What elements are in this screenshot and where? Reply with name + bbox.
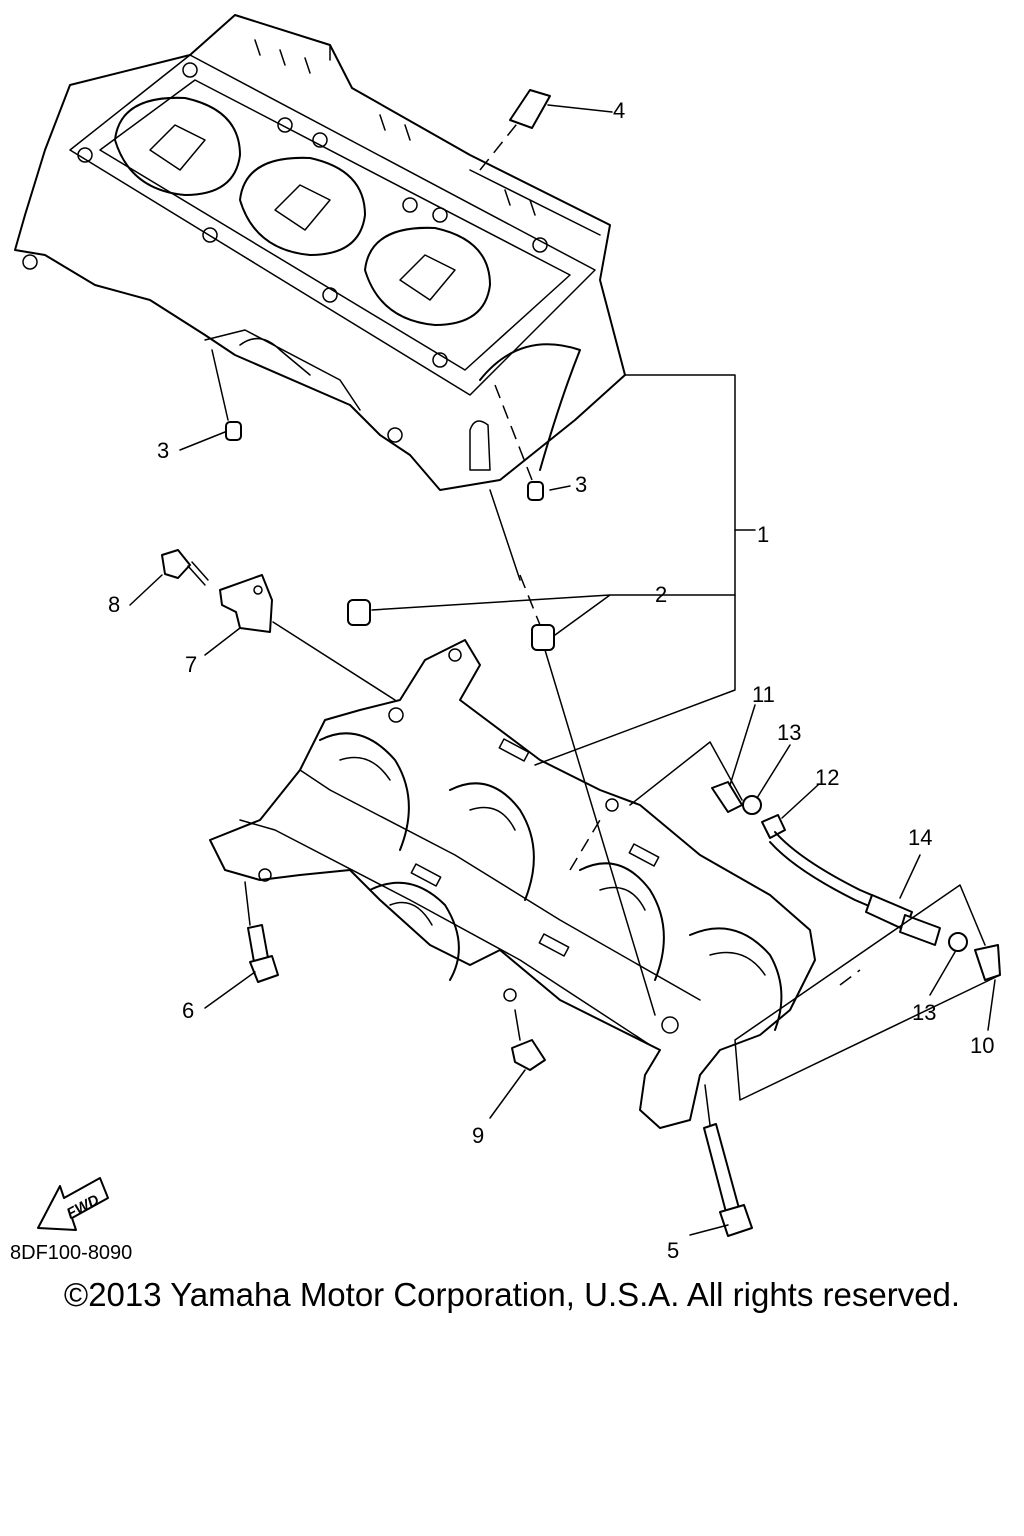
copyright-notice: ©2013 Yamaha Motor Corporation, U.S.A. A… <box>63 1276 961 1313</box>
bolt-8 <box>161 549 209 586</box>
clamp-13-upper <box>742 795 762 815</box>
leader-lines <box>129 104 1001 1236</box>
callout-13-upper: 13 <box>777 720 801 745</box>
hose-14 <box>865 894 941 946</box>
bolt-6 <box>247 924 279 983</box>
callout-2: 2 <box>655 582 667 607</box>
diagram-code: 8DF100-8090 <box>10 1242 133 1264</box>
callout-11: 11 <box>752 682 775 707</box>
dowel-pin-3-left <box>225 421 242 441</box>
callout-14: 14 <box>908 825 932 850</box>
callout-9: 9 <box>472 1123 484 1148</box>
bolt-5 <box>703 1123 753 1237</box>
callout-10: 10 <box>970 1033 994 1058</box>
dowel-pin-3-right <box>527 481 544 501</box>
dowel-pin-2-left <box>347 599 371 626</box>
lower-crankcase <box>209 639 816 1129</box>
callout-12: 12 <box>815 765 839 790</box>
bracket-7 <box>219 574 273 633</box>
callout-3-right: 3 <box>575 472 587 497</box>
callout-6: 6 <box>182 998 194 1023</box>
hose-12 <box>761 814 896 916</box>
dowel-pin-4 <box>509 89 551 129</box>
callout-13-lower: 13 <box>912 1000 936 1025</box>
upper-crankcase <box>14 14 626 491</box>
callout-5: 5 <box>667 1238 679 1263</box>
dashed-hidden-lines <box>479 119 861 986</box>
callout-1: 1 <box>757 522 769 547</box>
clamp-13-lower <box>948 932 968 952</box>
callout-8: 8 <box>108 592 120 617</box>
fwd-arrow-icon: FWD <box>37 1177 109 1231</box>
fitting-11 <box>711 781 743 813</box>
callout-4: 4 <box>613 98 625 123</box>
callout-3-left: 3 <box>157 438 169 463</box>
fitting-9 <box>511 1039 546 1071</box>
fitting-10 <box>974 944 1001 981</box>
callout-7: 7 <box>185 652 197 677</box>
dowel-pin-2-right <box>531 624 555 651</box>
